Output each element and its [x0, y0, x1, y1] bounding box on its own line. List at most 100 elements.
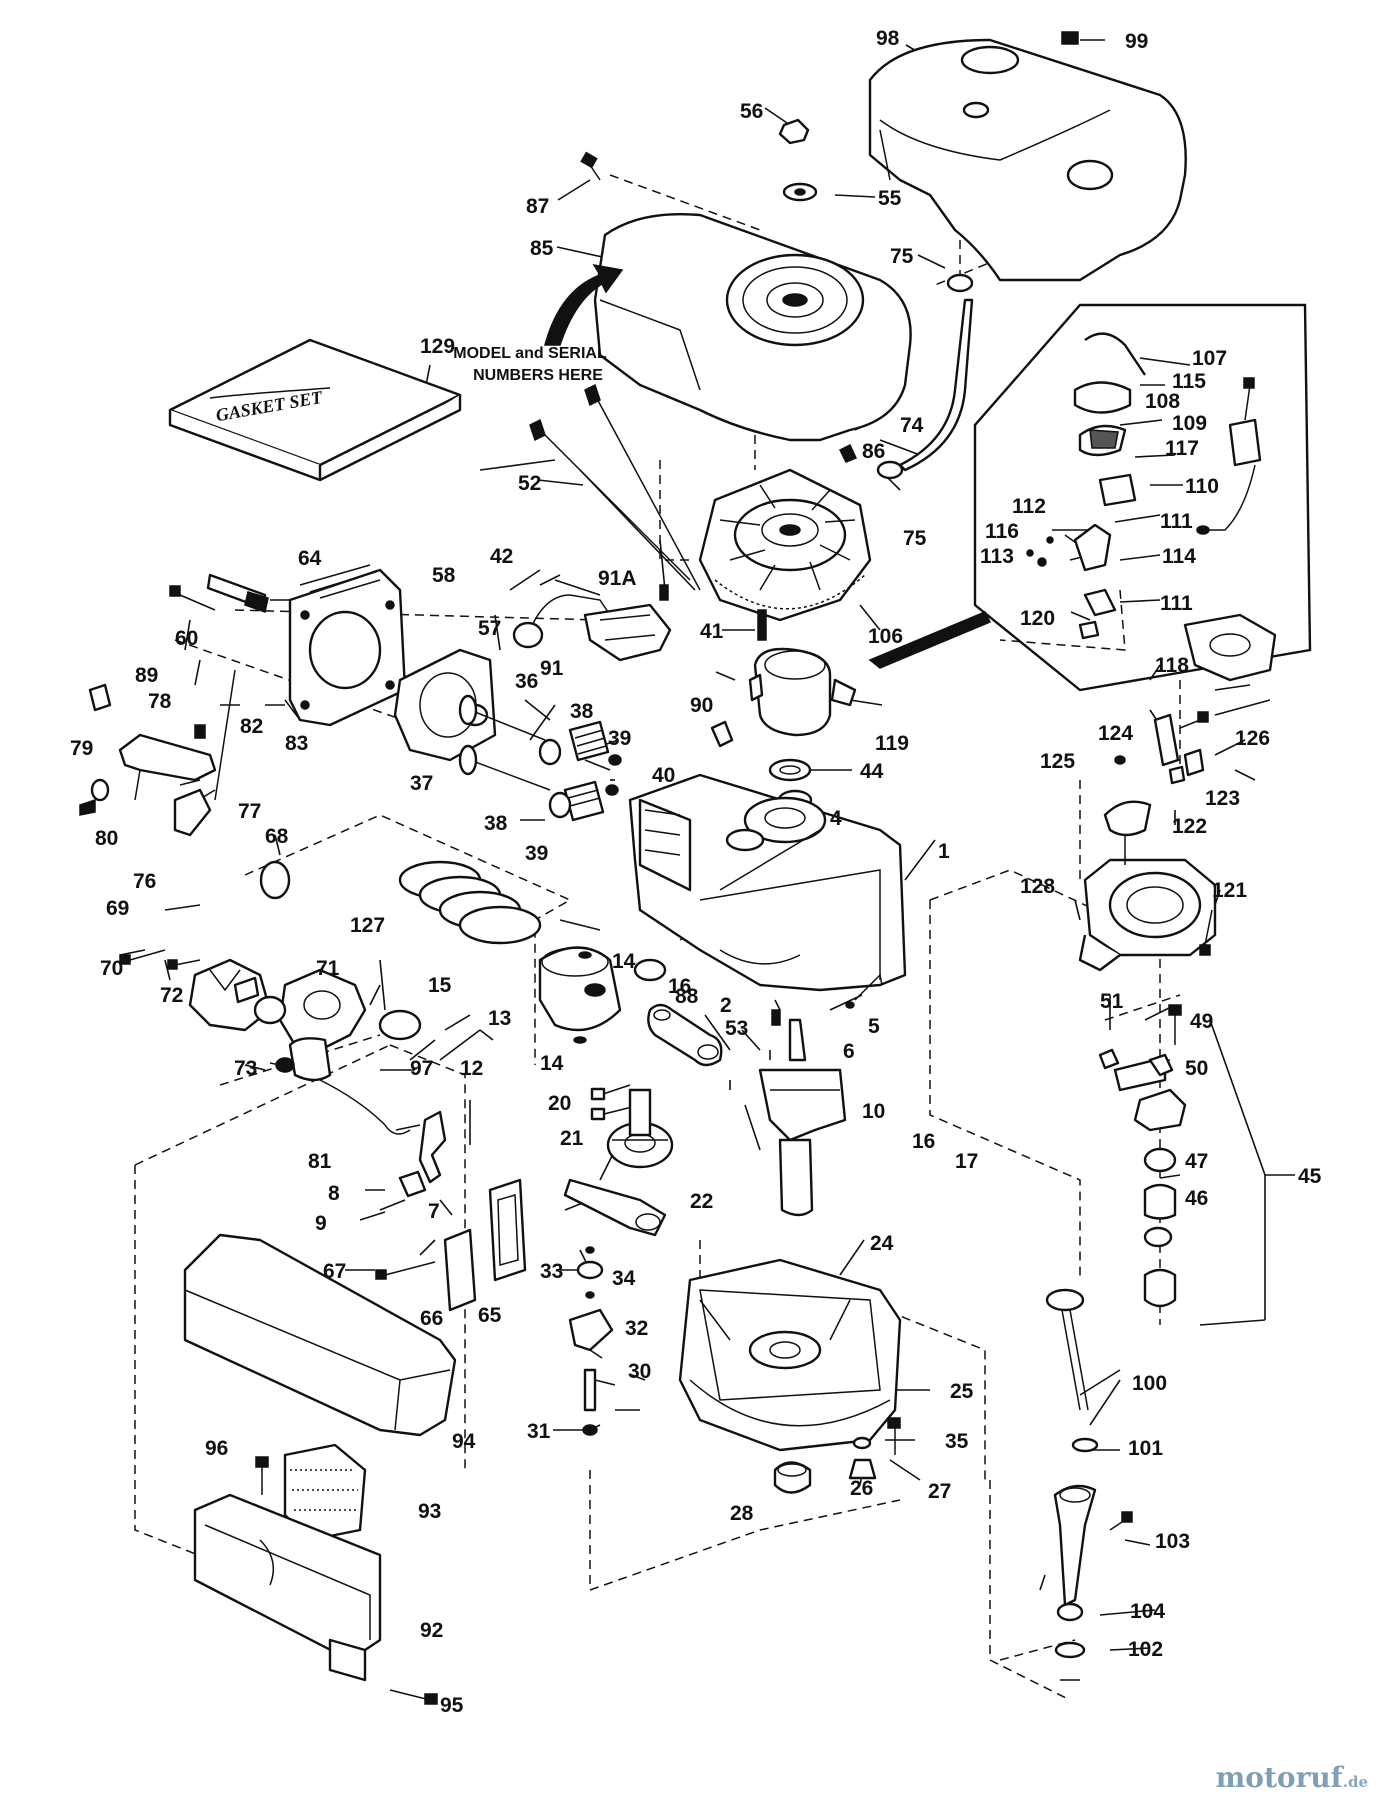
label-123: 123	[1205, 787, 1240, 810]
label-16b: 16	[912, 1130, 935, 1153]
label-38a: 38	[570, 700, 594, 723]
label-71: 71	[316, 957, 340, 980]
label-14a: 14	[612, 950, 636, 973]
label-99: 99	[1125, 30, 1148, 53]
label-68: 68	[265, 825, 289, 848]
label-120: 120	[1020, 607, 1055, 630]
label-80: 80	[95, 827, 118, 850]
label-41: 41	[700, 620, 724, 643]
label-35: 35	[945, 1430, 969, 1453]
label-104: 104	[1130, 1600, 1165, 1623]
label-98: 98	[876, 27, 900, 50]
label-74: 74	[900, 414, 924, 437]
label-32: 32	[625, 1317, 648, 1340]
label-1: 1	[938, 840, 950, 863]
label-64: 64	[298, 547, 322, 570]
label-75b: 75	[903, 527, 927, 550]
label-67: 67	[323, 1260, 346, 1283]
nut-part	[778, 118, 810, 145]
label-93: 93	[418, 1500, 441, 1523]
label-91: 91	[540, 657, 564, 680]
label-51: 51	[1100, 990, 1124, 1013]
label-115: 115	[1172, 370, 1206, 393]
label-86: 86	[862, 440, 885, 463]
label-121: 121	[1212, 879, 1247, 902]
label-128: 128	[1020, 875, 1055, 898]
cylinder-block-part	[628, 773, 907, 992]
carburetor-part	[278, 968, 367, 1052]
fuel-tank-part	[868, 38, 1187, 282]
label-102: 102	[1128, 1638, 1163, 1661]
label-87: 87	[526, 195, 549, 218]
label-106: 106	[868, 625, 903, 648]
label-103: 103	[1155, 1530, 1190, 1553]
label-107: 107	[1192, 347, 1227, 370]
label-39b: 39	[525, 842, 548, 865]
label-122: 122	[1172, 815, 1207, 838]
label-70: 70	[100, 957, 123, 980]
label-13: 13	[488, 1007, 511, 1030]
label-58: 58	[432, 564, 456, 587]
label-117: 117	[1165, 437, 1199, 460]
label-50: 50	[1185, 1057, 1208, 1080]
label-118: 118	[1155, 654, 1189, 677]
label-42: 42	[490, 545, 513, 568]
label-73: 73	[234, 1057, 257, 1080]
label-101: 101	[1128, 1437, 1163, 1460]
label-100: 100	[1132, 1372, 1167, 1395]
label-52: 52	[518, 472, 541, 495]
label-21: 21	[560, 1127, 584, 1150]
label-78: 78	[148, 690, 172, 713]
label-17: 17	[955, 1150, 978, 1173]
label-20: 20	[548, 1092, 571, 1115]
watermark-brand: motoruf	[1215, 1761, 1343, 1794]
control-bracket-part	[118, 733, 217, 782]
label-57: 57	[478, 617, 501, 640]
label-94: 94	[452, 1430, 476, 1453]
air-filter-part	[283, 1443, 367, 1542]
label-75a: 75	[890, 245, 914, 268]
label-5: 5	[868, 1015, 880, 1038]
label-82: 82	[240, 715, 263, 738]
label-90: 90	[690, 694, 713, 717]
label-25: 25	[950, 1380, 974, 1403]
label-109: 109	[1172, 412, 1207, 435]
label-92: 92	[420, 1619, 443, 1642]
label-88: 88	[675, 985, 699, 1008]
label-65: 65	[478, 1304, 502, 1327]
label-9: 9	[315, 1212, 327, 1235]
label-49: 49	[1190, 1010, 1213, 1033]
label-56: 56	[740, 100, 763, 123]
label-89: 89	[135, 664, 158, 687]
tank-screw-part	[1061, 31, 1079, 45]
label-81: 81	[308, 1150, 332, 1173]
watermark-suffix: .de	[1342, 1773, 1368, 1791]
air-cleaner-base-part	[193, 1493, 382, 1662]
label-53: 53	[725, 1017, 748, 1040]
model-serial-note-line2: NUMBERS HERE	[473, 367, 603, 384]
parts-artwork	[79, 31, 1312, 1705]
label-2: 2	[720, 994, 732, 1017]
label-38b: 38	[484, 812, 508, 835]
label-97: 97	[410, 1057, 433, 1080]
ignition-inset-box	[973, 303, 1312, 692]
label-12: 12	[460, 1057, 483, 1080]
label-55: 55	[878, 187, 902, 210]
label-114: 114	[1162, 545, 1196, 568]
label-15: 15	[428, 974, 452, 997]
label-45: 45	[1298, 1165, 1322, 1188]
label-124: 124	[1098, 722, 1133, 745]
label-34: 34	[612, 1267, 636, 1290]
label-27: 27	[928, 1480, 951, 1503]
label-116: 116	[985, 520, 1019, 543]
label-95: 95	[440, 1694, 464, 1717]
label-10: 10	[862, 1100, 885, 1123]
label-39a: 39	[608, 727, 631, 750]
label-127: 127	[350, 914, 385, 937]
label-26: 26	[850, 1477, 873, 1500]
label-46: 46	[1185, 1187, 1208, 1210]
label-8: 8	[328, 1182, 340, 1205]
label-83: 83	[285, 732, 308, 755]
label-28: 28	[730, 1502, 754, 1525]
